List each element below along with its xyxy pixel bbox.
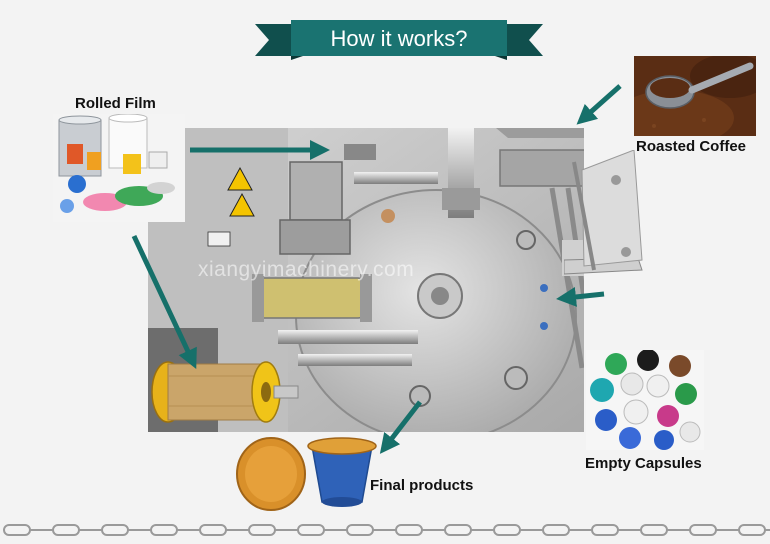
chain-link <box>199 524 227 536</box>
label-rolled-film: Rolled Film <box>75 95 156 112</box>
chain-link <box>689 524 717 536</box>
chain-link <box>101 524 129 536</box>
watermark-text: xiangyimachinery.com <box>198 258 415 281</box>
film-roll-image <box>151 361 299 423</box>
arrow-machine-to-products <box>379 400 422 454</box>
final-products-image <box>236 437 377 511</box>
rolled-film-image <box>53 114 185 222</box>
roasted-coffee-image <box>634 56 756 136</box>
chain-link <box>591 524 619 536</box>
label-final-products: Final products <box>370 477 474 494</box>
chain-link <box>3 524 31 536</box>
label-roasted-coffee: Roasted Coffee <box>636 138 747 155</box>
arrow-coffee-to-machine <box>576 84 622 125</box>
chain-link <box>640 524 668 536</box>
arrow-capsules-to-machine <box>556 287 605 307</box>
chain-link <box>395 524 423 536</box>
title-banner: How it works? <box>255 18 543 60</box>
empty-capsules-image <box>586 350 704 450</box>
chain-link <box>542 524 570 536</box>
machine-frame-right <box>564 150 643 275</box>
arrow-film-to-roll <box>131 234 197 370</box>
chain-link <box>248 524 276 536</box>
banner-ribbon <box>255 20 543 60</box>
chain-link <box>150 524 178 536</box>
chain-link <box>52 524 80 536</box>
banner-title: How it works? <box>330 26 468 51</box>
chain-link <box>297 524 325 536</box>
chain-link <box>738 524 766 536</box>
chain-divider <box>3 524 770 536</box>
label-empty-capsules: Empty Capsules <box>585 455 702 472</box>
chain-link <box>444 524 472 536</box>
machine-photo <box>148 128 584 432</box>
chain-link <box>346 524 374 536</box>
chain-link <box>493 524 521 536</box>
